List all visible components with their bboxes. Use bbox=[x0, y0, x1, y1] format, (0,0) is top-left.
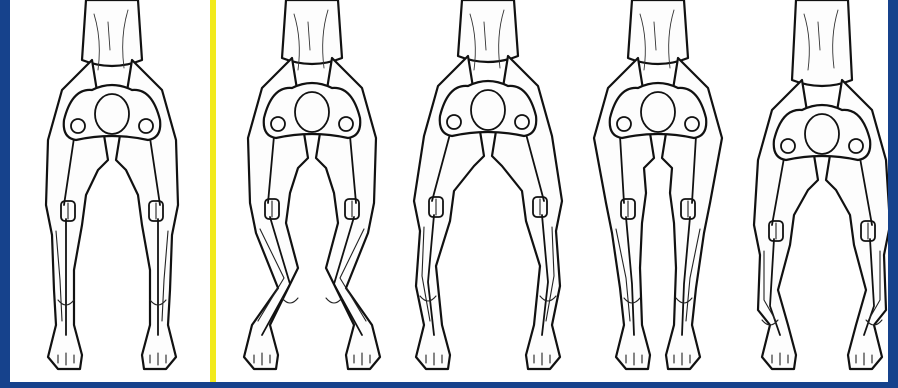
tail bbox=[82, 0, 142, 66]
panel-4-hind-legs bbox=[594, 0, 722, 369]
panel-divider bbox=[210, 0, 216, 382]
left-hock bbox=[282, 298, 298, 303]
panel-5-hind-legs bbox=[754, 0, 888, 369]
tail bbox=[458, 0, 518, 62]
right-hock bbox=[326, 298, 342, 303]
tail bbox=[792, 0, 852, 86]
panel-1-hind-legs bbox=[46, 0, 178, 369]
panel-3-hind-legs bbox=[414, 0, 562, 369]
tail bbox=[628, 0, 688, 64]
tail bbox=[282, 0, 342, 64]
hind-limb-stance-illustration bbox=[10, 0, 888, 382]
panel-2-hind-legs bbox=[244, 0, 380, 369]
